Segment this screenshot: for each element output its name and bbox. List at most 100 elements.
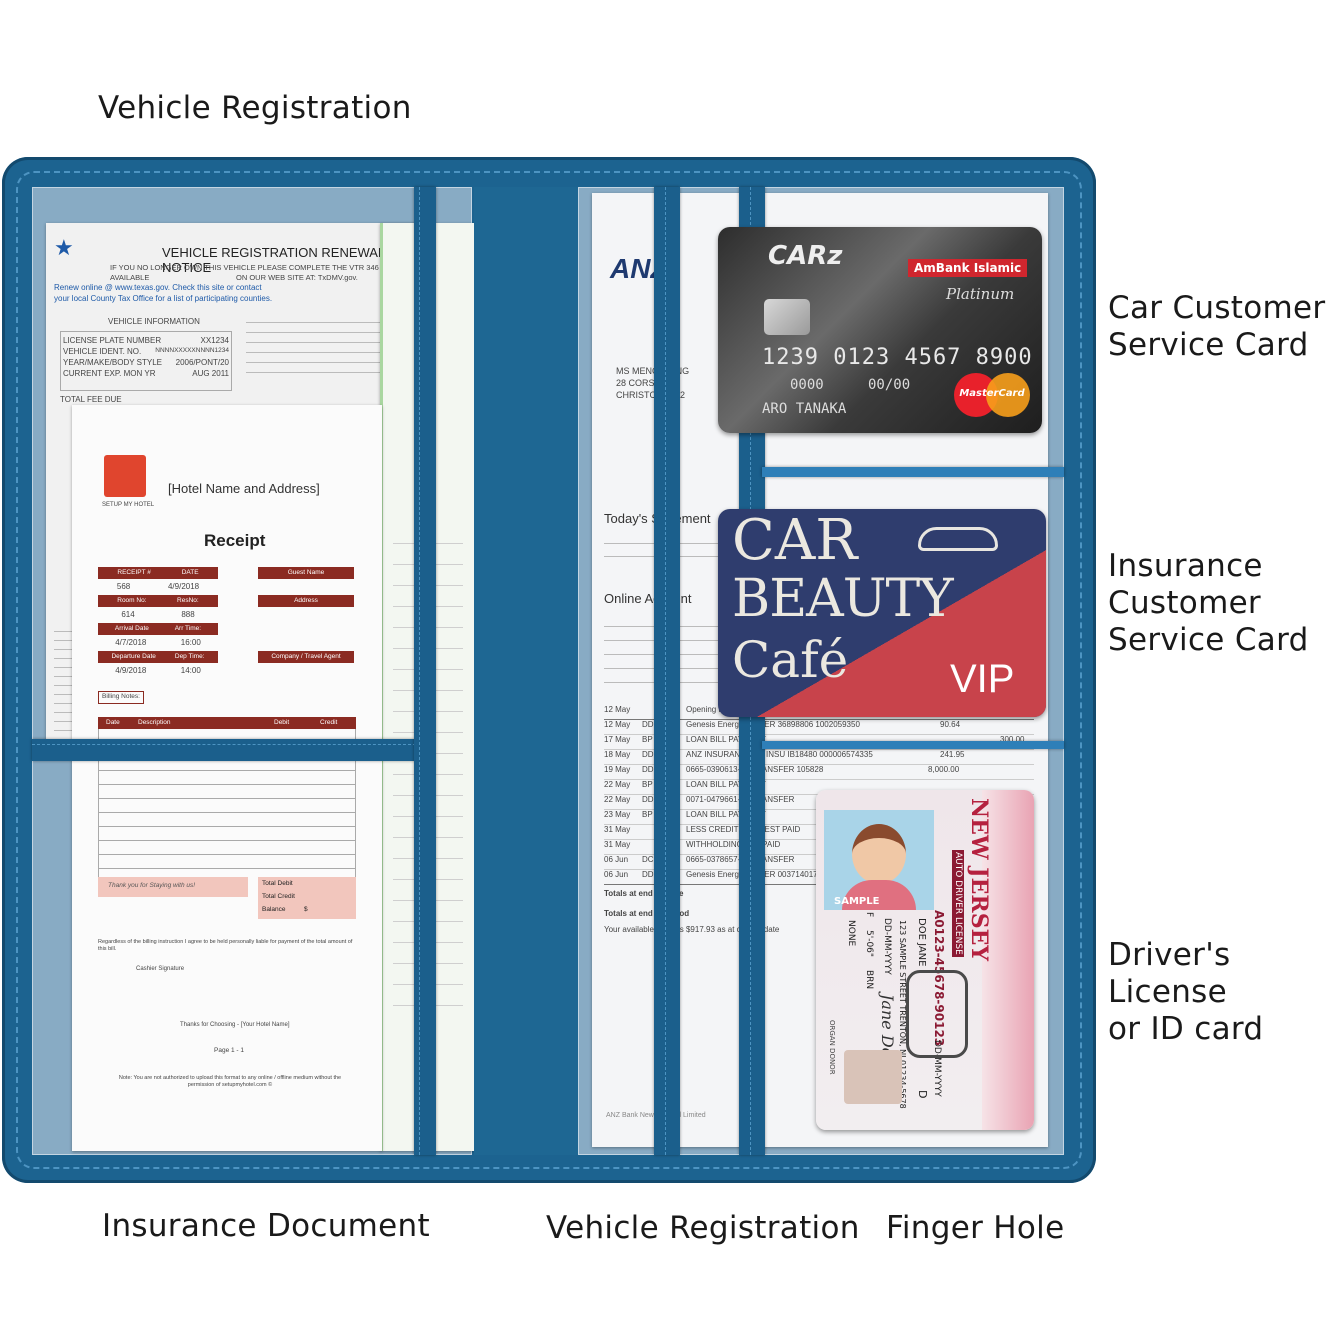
billing-notes: Billing Notes: (98, 691, 144, 704)
notice-renew-2: your local County Tax Office for a list … (54, 294, 273, 303)
totals-box: Total Debit Total Credit Balance $ (258, 877, 356, 919)
vip-badge: VIP (950, 657, 1015, 701)
edge-stitching (16, 171, 1082, 1169)
wallet-spine (474, 187, 578, 1155)
notice-title: VEHICLE REGISTRATION RENEWAL NOTICE (162, 245, 385, 275)
notice-renew: Renew online @ www.texas.gov. Check this… (54, 283, 262, 292)
receipt-page-number: Page 1 - 1 (214, 1047, 244, 1054)
license-header-band (982, 790, 1034, 1130)
notice-subtitle: IF YOU NO LONGER OWN THIS VEHICLE PLEASE… (110, 263, 403, 283)
value-plate: XX1234 (200, 336, 229, 345)
room-header: Room No:ResNo: (98, 595, 218, 607)
license-dob: DD-MM-YYYY (882, 918, 892, 975)
vehicle-registration-label-bottom: Vehicle Registration (546, 1210, 860, 1246)
mastercard-logo: MasterCard (954, 373, 1030, 417)
license-sex: F (864, 912, 874, 918)
thank-you-banner: Thank you for Staying with us! (98, 877, 248, 897)
license-signature: Jane Doe (878, 994, 897, 1067)
card-holder-name: ARO TANAKA (762, 401, 847, 417)
card-brand: CARz (768, 241, 843, 271)
vip-line-3: Café (732, 631, 849, 689)
vehicle-info-heading: VEHICLE INFORMATION (108, 317, 200, 326)
vehicle-registration-label-top: Vehicle Registration (98, 90, 412, 126)
totals-period-row: Totals at end of period (604, 909, 690, 918)
company-header: Company / Travel Agent (258, 651, 354, 663)
notice-web: ON OUR WEB SITE AT: TxDMV.gov. (236, 273, 358, 282)
address-line-3: CHRISTCH 8042 (616, 390, 686, 400)
license-endorsements: NONE (846, 920, 856, 947)
hotel-logo-text: SETUP MY HOTEL (102, 502, 155, 508)
thanks-choosing: Thanks for Choosing - [Your Hotel Name] (180, 1022, 290, 1028)
texas-star-icon: ★ (54, 235, 74, 260)
value-year: 2006/PONT/20 (175, 358, 229, 367)
card-number: 1239 0123 4567 8900 (762, 345, 1033, 370)
vip-line-2: BEAUTY (732, 569, 954, 629)
organ-donor: ORGAN DONOR (828, 1020, 836, 1075)
field-vin: VEHICLE IDENT. NO. (63, 347, 142, 356)
drivers-license-label: Driver's License or ID card (1108, 937, 1264, 1048)
receipt-disclaimer: Regardless of the billing instruction I … (98, 939, 353, 953)
available-credit: Your available credit is $917.93 as at c… (604, 925, 780, 934)
sample-watermark: SAMPLE (834, 896, 880, 907)
address-header: Address (258, 595, 354, 607)
receipt-title: Receipt (204, 531, 266, 550)
car-customer-service-card: CARz AmBank Islamic Platinum 1239 0123 4… (718, 227, 1042, 433)
field-exp: CURRENT EXP. MON YR (63, 369, 156, 378)
car-icon (918, 527, 998, 551)
receipt-num-header: RECEIPT #DATE (98, 567, 218, 579)
left-vertical-band (414, 187, 436, 1155)
totals-page-row: Totals at end of page (604, 889, 684, 898)
card-pocket-seam-2 (762, 741, 1064, 749)
guest-name-header: Guest Name (258, 567, 354, 579)
license-name: DOE JANE (916, 918, 927, 967)
statement-pocket-band (654, 187, 680, 1155)
address-line-1: MS MENG WANG (616, 366, 690, 376)
field-plate: LICENSE PLATE NUMBER (63, 336, 162, 345)
license-address: 123 SAMPLE STREET TRENTON, NJ 01234-5678 (898, 920, 907, 1109)
card-expiry: 00/00 (868, 377, 911, 393)
license-type: AUTO DRIVER LICENSE (952, 850, 964, 957)
line-items-header: Date Description Debit Credit (98, 717, 356, 729)
hotel-receipt: SETUP MY HOTEL [Hotel Name and Address] … (72, 405, 382, 1151)
license-height: 5'-06" (864, 930, 874, 958)
car-customer-service-card-label: Car Customer Service Card (1108, 290, 1326, 364)
card-member-since: 0000 (790, 377, 824, 393)
total-fee-due: TOTAL FEE DUE (60, 395, 122, 404)
license-eyes: BRN (864, 970, 874, 990)
license-photo (824, 810, 934, 910)
license-thumb-photo (844, 1050, 902, 1104)
license-state: NEW JERSEY (966, 798, 992, 962)
finger-hole-label: Finger Hole (886, 1210, 1065, 1246)
hotel-name: [Hotel Name and Address] (168, 481, 320, 496)
vip-line-1: CAR (732, 509, 858, 573)
insurance-document-label: Insurance Document (102, 1208, 430, 1244)
finger-hole (906, 970, 968, 1058)
license-number: A0123-45678-90123 (932, 910, 946, 1047)
insurance-customer-service-card-label: Insurance Customer Service Card (1108, 548, 1309, 659)
insurance-customer-service-card: CAR BEAUTY Café VIP (718, 509, 1046, 717)
card-tier: Platinum (946, 285, 1015, 303)
field-year: YEAR/MAKE/BODY STYLE (63, 358, 162, 367)
drivers-license-card: SAMPLE NEW JERSEY AUTO DRIVER LICENSE A0… (816, 790, 1034, 1130)
receipt-note: Note: You are not authorized to upload t… (118, 1075, 342, 1089)
lower-pocket-band (32, 739, 416, 761)
cashier-signature: Cashier Signature (136, 966, 185, 972)
chip-icon (764, 299, 810, 335)
hotel-logo-icon (104, 455, 146, 497)
value-exp: AUG 2011 (192, 369, 229, 378)
value-vin: NNNNXXXXXNNNN1234 (155, 347, 229, 354)
card-pocket-seam-1 (762, 467, 1064, 477)
address-line-2: 28 CORS (616, 378, 655, 388)
license-exp: DD-MM-YYYY (932, 1040, 942, 1097)
ambank-logo: AmBank Islamic (908, 259, 1028, 277)
